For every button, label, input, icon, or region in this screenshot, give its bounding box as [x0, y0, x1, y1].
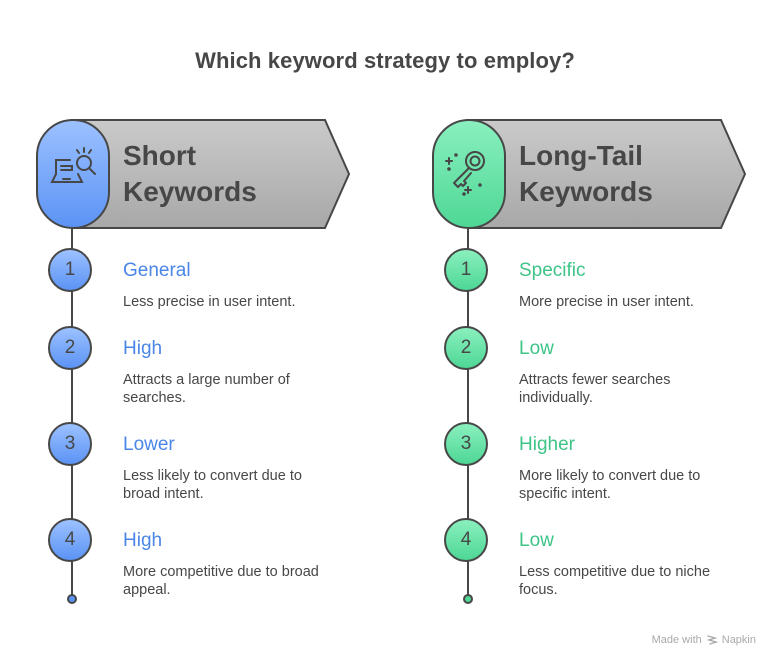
step-description: More precise in user intent.	[519, 294, 694, 310]
footer-attribution[interactable]: Made with Napkin	[652, 634, 756, 646]
step-label: Specific	[519, 260, 586, 281]
step-label: Low	[519, 338, 554, 359]
step-number-badge: 3	[48, 422, 92, 466]
step-number-badge: 1	[48, 248, 92, 292]
column-title-line1: Long-Tail	[519, 140, 643, 171]
step-number-badge: 2	[48, 326, 92, 370]
header-arrow-shape	[36, 119, 351, 229]
step-number-badge: 4	[444, 518, 488, 562]
step-label: Low	[519, 530, 554, 551]
step-description: Attracts a large number of searches.	[123, 372, 290, 406]
column-title: Short Keywords	[123, 138, 353, 210]
step-label: Higher	[519, 434, 575, 455]
timeline-end-dot	[463, 594, 473, 604]
step-label: Lower	[123, 434, 175, 455]
step-description: Less competitive due to niche focus.	[519, 564, 711, 598]
page-title: Which keyword strategy to employ?	[195, 48, 575, 73]
made-with-text: Made with	[651, 634, 702, 646]
timeline-spine	[467, 228, 469, 596]
column-short-keywords: Short Keywords 1 General Less precise in…	[36, 0, 376, 661]
step-description: More competitive due to broad appeal.	[123, 564, 319, 598]
step-number-badge: 3	[444, 422, 488, 466]
step-label: General	[123, 260, 191, 281]
column-title-line2: Keywords	[123, 176, 257, 207]
column-title-line2: Keywords	[519, 176, 653, 207]
step-label: High	[123, 530, 163, 551]
step-number-badge: 1	[444, 248, 488, 292]
column-title-line1: Short	[123, 140, 197, 171]
napkin-logo-icon	[706, 635, 718, 645]
timeline-end-dot	[67, 594, 77, 604]
step-label: High	[123, 338, 163, 359]
step-number-badge: 4	[48, 518, 92, 562]
key-sparkle-icon	[445, 151, 485, 196]
column-long-tail-keywords: Long-Tail Keywords 1 Specific More preci…	[432, 0, 770, 661]
step-description: Attracts fewer searches individually.	[519, 372, 671, 406]
step-description: More likely to convert due to specific i…	[519, 468, 701, 502]
header-arrow-shape	[432, 119, 747, 229]
timeline-spine	[71, 228, 73, 596]
napkin-brand-text: Napkin	[721, 634, 756, 646]
step-description: Less precise in user intent.	[123, 294, 296, 310]
laptop-search-icon	[50, 147, 96, 183]
column-title: Long-Tail Keywords	[519, 138, 749, 210]
step-description: Less likely to convert due to broad inte…	[123, 468, 302, 502]
step-number-badge: 2	[444, 326, 488, 370]
